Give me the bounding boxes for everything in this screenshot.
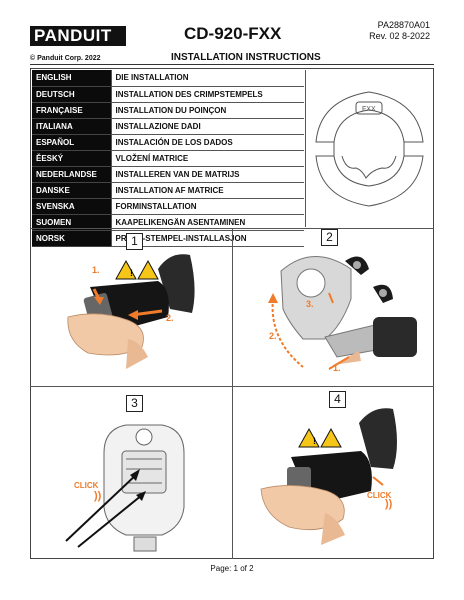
translated-title: FORMINSTALLATION bbox=[110, 198, 304, 215]
svg-text:!: ! bbox=[130, 268, 133, 278]
document-title: CD-920-FXX bbox=[184, 24, 282, 43]
language-name: ĚESKÝ bbox=[32, 150, 111, 167]
translated-title: PRESS-STEMPEL-INSTALLASJON bbox=[110, 230, 304, 247]
language-name: NEDERLANDSE bbox=[32, 166, 111, 183]
step-1-panel: ! 1 1. 2. bbox=[30, 229, 232, 386]
language-name: ESPAÑOL bbox=[32, 134, 111, 151]
translated-title: INSTALLAZIONE DADI bbox=[110, 118, 304, 135]
step-2-label-1: 1. bbox=[333, 363, 341, 373]
translated-title: VLOŽENÍ MATRICE bbox=[110, 150, 304, 167]
copyright: © Panduit Corp. 2022 bbox=[30, 55, 101, 62]
die-diagram: FXX bbox=[305, 70, 432, 227]
translated-title: DIE INSTALLATION bbox=[110, 70, 304, 87]
step-1-label-1: 1. bbox=[92, 265, 100, 275]
language-name: NORSK bbox=[32, 230, 111, 247]
step-2-panel: 2 3. 2. 1. bbox=[233, 229, 434, 386]
step-2-label-2: 2. bbox=[269, 331, 277, 341]
step-number: 4 bbox=[329, 391, 346, 408]
language-name: ENGLISH bbox=[32, 70, 111, 87]
svg-text:!: ! bbox=[313, 436, 316, 446]
page-footer: Page: 1 of 2 bbox=[210, 564, 254, 573]
translated-title: INSTALACIÓN DE LOS DADOS bbox=[110, 134, 304, 151]
step-number: 3 bbox=[126, 395, 143, 412]
translated-title: INSTALLEREN VAN DE MATRIJS bbox=[110, 166, 304, 183]
translated-title: INSTALLATION DES CRIMPSTEMPELS bbox=[110, 86, 304, 103]
translated-title: INSTALLATION AF MATRICE bbox=[110, 182, 304, 199]
part-number: PA28870A01 bbox=[377, 20, 430, 30]
step-number: 1 bbox=[126, 233, 143, 250]
step-3-panel: )) 3 CLICK bbox=[30, 387, 232, 559]
part-number-block: PA28870A01 Rev. 02 8-2022 bbox=[369, 20, 430, 42]
svg-text:)): )) bbox=[385, 498, 393, 510]
svg-text:)): )) bbox=[94, 490, 102, 502]
step-2-label-3: 3. bbox=[306, 299, 314, 309]
language-name: SUOMEN bbox=[32, 214, 111, 231]
section-subtitle: INSTALLATION INSTRUCTIONS bbox=[171, 52, 321, 63]
step-4-click-label: CLICK bbox=[367, 491, 392, 500]
revision: Rev. 02 8-2022 bbox=[369, 31, 430, 41]
language-name: FRANÇAISE bbox=[32, 102, 111, 119]
panduit-logo: PANDUIT bbox=[30, 26, 126, 46]
die-label: FXX bbox=[362, 106, 376, 113]
header-rule bbox=[30, 64, 434, 65]
step-number: 2 bbox=[321, 229, 338, 246]
grid-divider-vertical bbox=[232, 228, 233, 559]
language-name: ITALIANA bbox=[32, 118, 111, 135]
language-name: SVENSKA bbox=[32, 198, 111, 215]
step-4-panel: ! )) 4 CLICK bbox=[233, 387, 434, 559]
language-name: DANSKE bbox=[32, 182, 111, 199]
translated-title: KAAPELIKENGÄN ASENTAMINEN bbox=[110, 214, 304, 231]
translated-title: INSTALLATION DU POINÇON bbox=[110, 102, 304, 119]
step-1-label-2: 2. bbox=[166, 313, 174, 323]
step-3-click-label: CLICK bbox=[74, 481, 99, 490]
language-name: DEUTSCH bbox=[32, 86, 111, 103]
